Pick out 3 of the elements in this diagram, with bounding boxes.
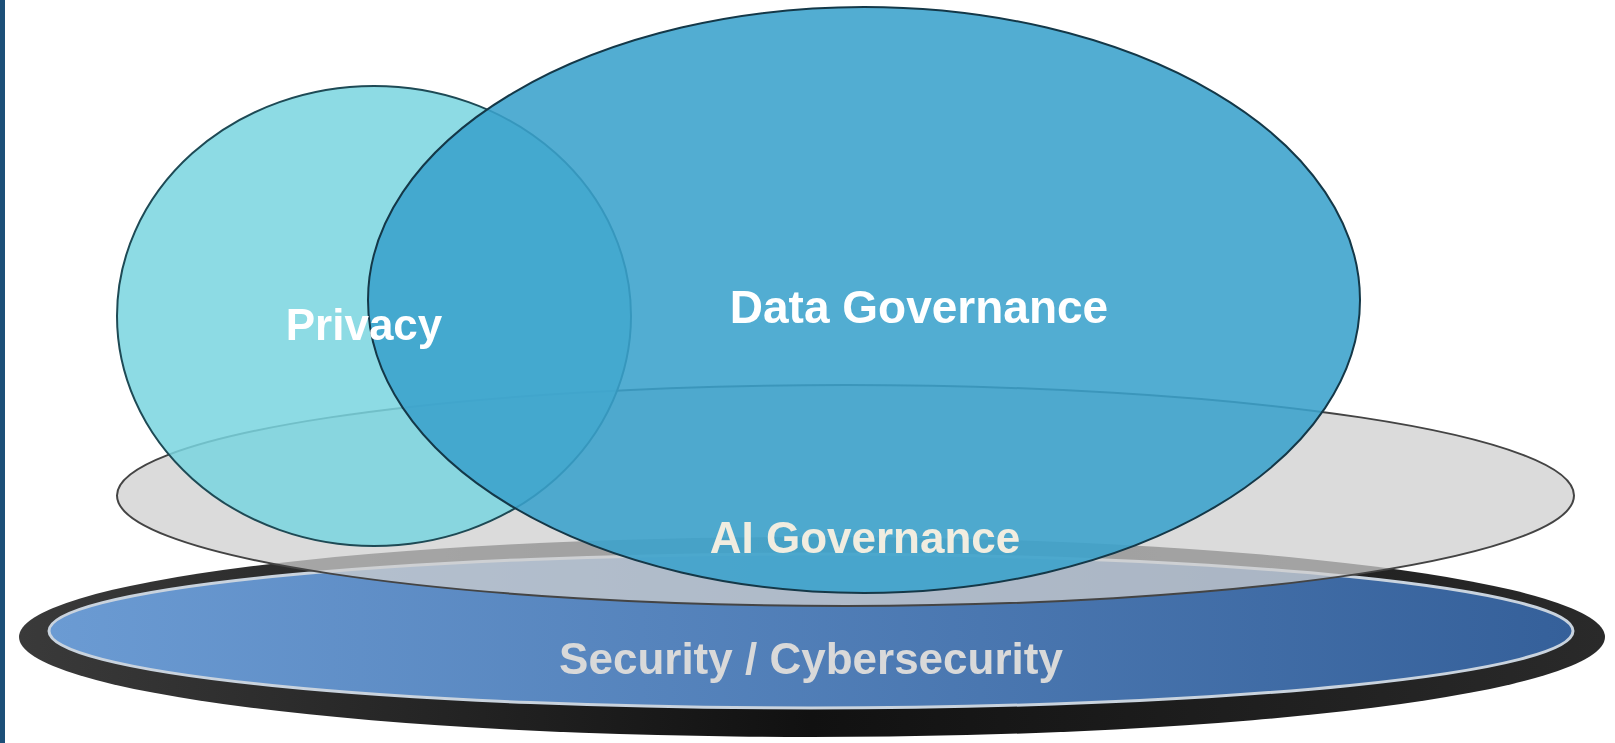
region-label: Security / Cybersecurity [559, 634, 1063, 684]
region-label: Data Governance [729, 280, 1109, 334]
region-label: AI Governance [709, 513, 1021, 563]
